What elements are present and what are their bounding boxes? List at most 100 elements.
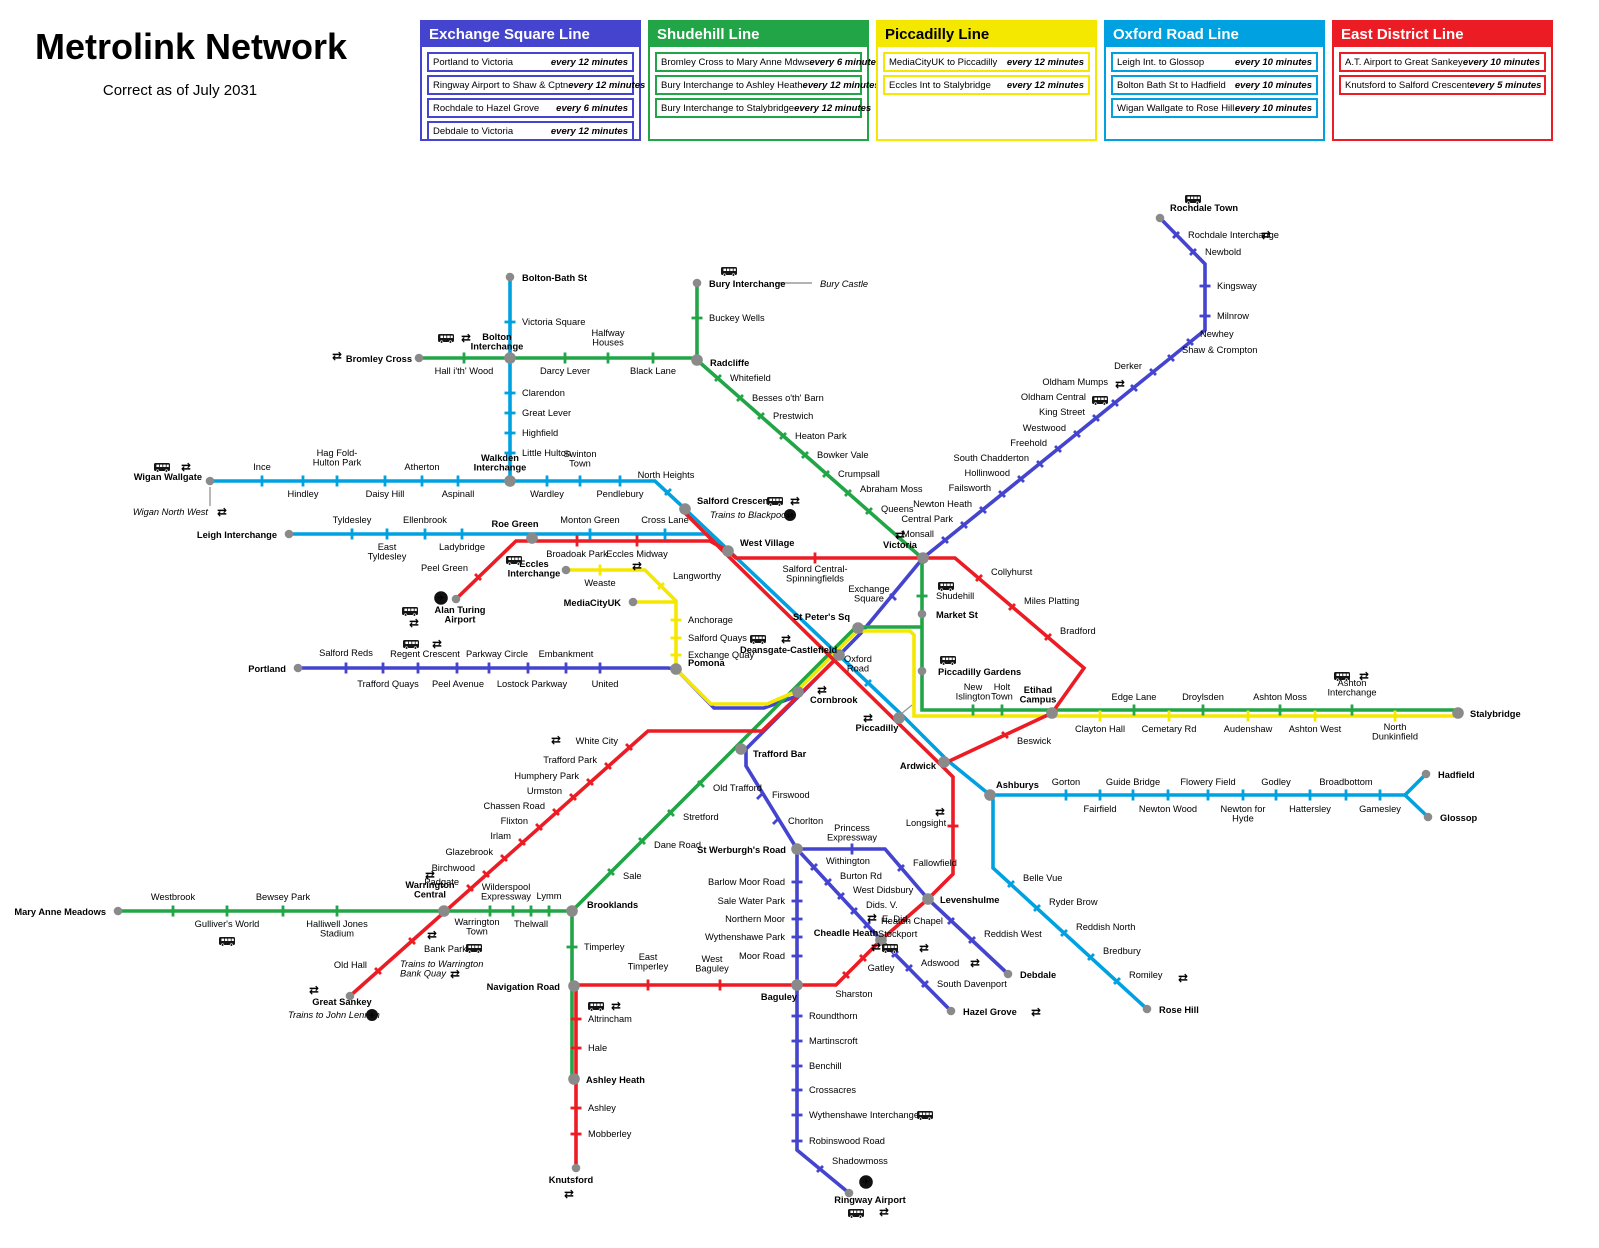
station-tick-romiley[interactable] — [1113, 977, 1121, 985]
station-marker-trafford-bar[interactable] — [735, 743, 747, 755]
station-marker-bolton-bath-st[interactable] — [505, 272, 515, 282]
station-tick-south-davenport[interactable] — [921, 980, 929, 988]
station-marker-hadfield[interactable] — [1421, 769, 1431, 779]
station-marker-ashburys[interactable] — [984, 789, 996, 801]
station-tick-bradford[interactable] — [1044, 633, 1052, 641]
station-tick-e-did[interactable] — [863, 921, 871, 929]
station-tick-flixton[interactable] — [535, 823, 543, 831]
station-tick-old-hall[interactable] — [374, 967, 382, 975]
station-tick-westwood[interactable] — [1073, 430, 1081, 438]
station-marker-bolton-interchange[interactable] — [504, 352, 516, 364]
station-tick-white-city[interactable] — [625, 743, 633, 751]
station-tick-prestwich[interactable] — [757, 412, 765, 420]
station-marker-walkden-interchange[interactable] — [504, 475, 516, 487]
station-marker-great-sankey[interactable] — [345, 991, 355, 1001]
station-marker-mediacityuk[interactable] — [628, 597, 638, 607]
station-tick-newhey[interactable] — [1186, 338, 1194, 346]
station-tick-peel-green[interactable] — [474, 573, 482, 581]
station-marker-west-village[interactable] — [722, 545, 734, 557]
station-tick-reddish-west[interactable] — [968, 936, 976, 944]
station-marker-cheadle-heath[interactable] — [875, 934, 887, 946]
station-tick-glazebrook[interactable] — [500, 854, 508, 862]
station-tick-withington[interactable] — [810, 863, 818, 871]
station-tick-firswood[interactable] — [756, 792, 764, 800]
station-tick-north-heights[interactable] — [664, 488, 672, 496]
station-marker-bury-interchange[interactable] — [692, 278, 702, 288]
station-tick-belle-vue[interactable] — [1007, 880, 1015, 888]
station-marker-rose-hill[interactable] — [1142, 1004, 1152, 1014]
station-marker-levenshulme[interactable] — [922, 893, 934, 905]
station-tick-freehold[interactable] — [1054, 445, 1062, 453]
station-tick-monsall[interactable] — [941, 536, 949, 544]
station-tick-gatley[interactable] — [859, 954, 867, 962]
station-tick-west-didsbury[interactable] — [837, 892, 845, 900]
station-tick-birchwood[interactable] — [482, 870, 490, 878]
station-tick-miles-platting[interactable] — [1008, 603, 1016, 611]
station-marker-hazel-grove[interactable] — [946, 1006, 956, 1016]
station-tick-urmston[interactable] — [569, 793, 577, 801]
station-marker-leigh-interchange[interactable] — [284, 529, 294, 539]
station-tick-shaw-crompton[interactable] — [1167, 354, 1175, 362]
station-tick-oldham-central[interactable] — [1111, 399, 1119, 407]
station-tick-oxford-road[interactable] — [864, 679, 872, 687]
station-tick-trafford-park[interactable] — [604, 762, 612, 770]
station-tick-failsworth[interactable] — [998, 490, 1006, 498]
station-marker-ashley-heath[interactable] — [568, 1073, 580, 1085]
station-tick-heaton-chapel[interactable] — [947, 917, 955, 925]
station-tick-south-chadderton[interactable] — [1036, 460, 1044, 468]
station-tick-abraham-moss[interactable] — [844, 489, 852, 497]
station-marker-rochdale-town[interactable] — [1155, 213, 1165, 223]
station-tick-dids-v[interactable] — [850, 907, 858, 915]
station-tick-irlam[interactable] — [518, 838, 526, 846]
station-marker-mary-anne-meadows[interactable] — [113, 906, 123, 916]
station-marker-pomona[interactable] — [670, 663, 682, 675]
station-tick-king-street[interactable] — [1092, 414, 1100, 422]
station-tick-derker[interactable] — [1149, 368, 1157, 376]
station-marker-st-werburghs-road[interactable] — [791, 843, 803, 855]
station-marker-glossop[interactable] — [1423, 812, 1433, 822]
station-marker-market-st[interactable] — [917, 609, 927, 619]
station-tick-hollinwood[interactable] — [1017, 475, 1025, 483]
station-tick-exchange-square[interactable] — [889, 593, 897, 601]
station-tick-reddish-north[interactable] — [1060, 929, 1068, 937]
station-marker-victoria[interactable] — [917, 552, 929, 564]
station-tick-padgate[interactable] — [466, 884, 474, 892]
station-tick-stretford[interactable] — [667, 809, 675, 817]
station-marker-alan-turing-airport[interactable] — [451, 594, 461, 604]
station-marker-piccadilly[interactable] — [893, 712, 905, 724]
station-tick-crumpsall[interactable] — [822, 470, 830, 478]
station-marker-ardwick[interactable] — [938, 756, 950, 768]
station-marker-deansgate-castlefield[interactable] — [833, 649, 845, 661]
station-tick-ryder-brow[interactable] — [1033, 904, 1041, 912]
station-tick-newton-heath[interactable] — [979, 506, 987, 514]
station-marker-warrington-central[interactable] — [438, 905, 450, 917]
station-tick-chorlton[interactable] — [772, 817, 780, 825]
station-tick-humphery-park[interactable] — [586, 778, 594, 786]
station-marker-radcliffe[interactable] — [691, 354, 703, 366]
station-marker-ringway-airport[interactable] — [844, 1188, 854, 1198]
station-tick-oldham-mumps[interactable] — [1130, 384, 1138, 392]
station-tick-dane-road[interactable] — [638, 837, 646, 845]
station-tick-beswick[interactable] — [1001, 731, 1009, 739]
station-tick-fallowfield[interactable] — [897, 864, 905, 872]
station-marker-baguley[interactable] — [791, 979, 803, 991]
station-marker-salford-crescent[interactable] — [679, 503, 691, 515]
station-marker-portland[interactable] — [293, 663, 303, 673]
station-tick-sale[interactable] — [607, 868, 615, 876]
station-marker-roe-green[interactable] — [526, 532, 538, 544]
station-marker-knutsford[interactable] — [571, 1163, 581, 1173]
station-tick-stockport[interactable] — [891, 950, 899, 958]
station-tick-collyhurst[interactable] — [975, 574, 983, 582]
station-marker-brooklands[interactable] — [566, 905, 578, 917]
station-tick-old-trafford[interactable] — [697, 780, 705, 788]
station-marker-eccles-interchange[interactable] — [561, 565, 571, 575]
station-tick-shadowmoss[interactable] — [816, 1165, 824, 1173]
station-marker-etihad-campus[interactable] — [1046, 707, 1058, 719]
station-tick-central-park[interactable] — [960, 521, 968, 529]
station-tick-bredbury[interactable] — [1087, 953, 1095, 961]
station-tick-bowker-vale[interactable] — [801, 451, 809, 459]
station-tick-queens[interactable] — [865, 507, 873, 515]
station-tick-burton-rd[interactable] — [824, 878, 832, 886]
station-tick-adswood[interactable] — [905, 964, 913, 972]
station-marker-st-peters-sq[interactable] — [852, 622, 864, 634]
